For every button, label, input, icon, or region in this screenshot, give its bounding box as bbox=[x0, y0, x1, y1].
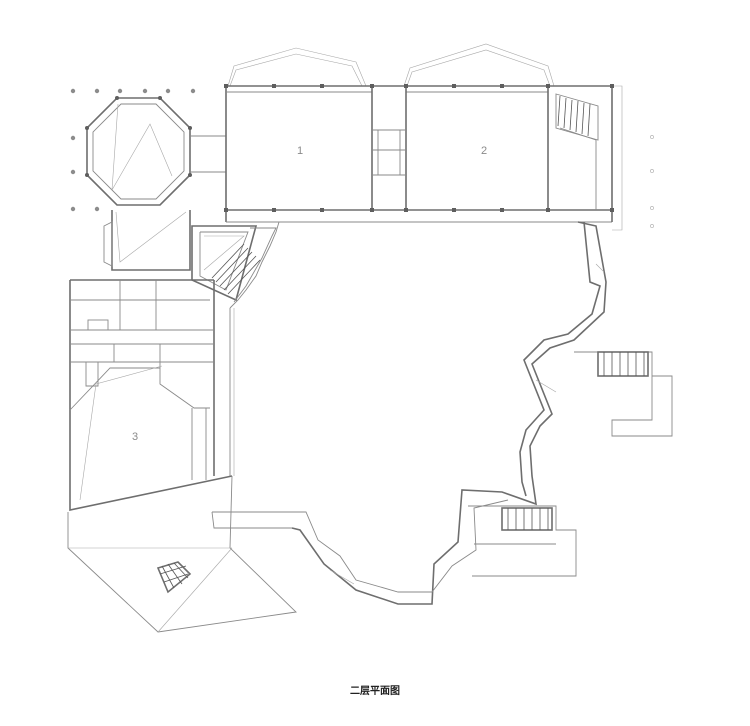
room-label-3: 3 bbox=[132, 431, 138, 443]
upper-block: 1 2 bbox=[224, 43, 623, 231]
link-corridor bbox=[190, 135, 226, 173]
east-annex bbox=[468, 351, 673, 577]
west-wing: 3 bbox=[69, 210, 233, 511]
winding-gallery bbox=[211, 221, 607, 605]
octagon-pavilion bbox=[85, 96, 192, 206]
courtyard-outline bbox=[191, 221, 280, 476]
room-label-1: 1 bbox=[297, 145, 303, 157]
southwest-plaza bbox=[67, 475, 297, 633]
room-label-2: 2 bbox=[481, 145, 487, 157]
grid-marker-dots bbox=[70, 88, 654, 228]
drawing-caption: 二层平面图 bbox=[350, 686, 400, 697]
